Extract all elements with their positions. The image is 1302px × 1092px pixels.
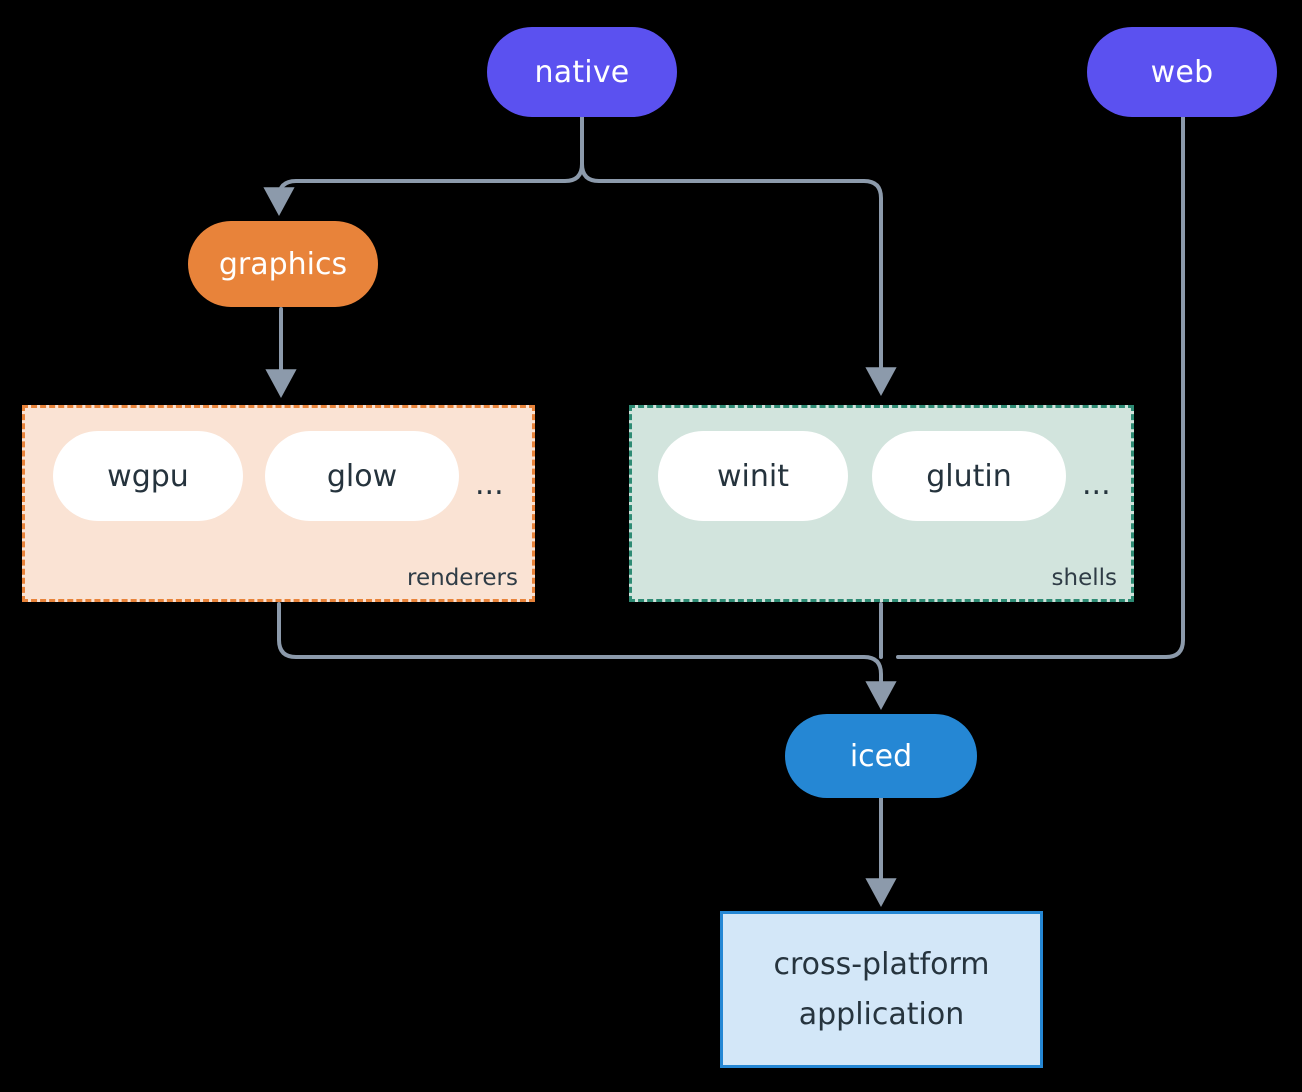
chip-glow[interactable]: glow <box>265 431 459 521</box>
group-renderers: wgpu glow ... renderers <box>22 405 535 602</box>
shells-overflow-ellipsis: ... <box>1082 467 1111 502</box>
chip-glutin[interactable]: glutin <box>872 431 1066 521</box>
application-label-line-1: cross-platform <box>773 947 990 982</box>
chip-wgpu[interactable]: wgpu <box>53 431 243 521</box>
group-label-shells: shells <box>1051 565 1117 591</box>
node-web[interactable]: web <box>1087 27 1277 117</box>
node-cross-platform-application[interactable]: cross-platform application <box>720 911 1043 1068</box>
edge-native-to-graphics <box>263 115 584 217</box>
application-label-line-2: application <box>798 996 965 1032</box>
node-graphics[interactable]: graphics <box>188 221 378 307</box>
edge-renderers-to-iced <box>277 602 897 711</box>
renderers-overflow-ellipsis: ... <box>475 467 504 502</box>
node-iced[interactable]: iced <box>785 714 977 798</box>
node-native[interactable]: native <box>487 27 677 117</box>
group-shells: winit glutin ... shells <box>629 405 1134 602</box>
chip-winit[interactable]: winit <box>658 431 848 521</box>
edge-native-to-shells <box>580 115 897 397</box>
group-label-renderers: renderers <box>407 565 518 591</box>
